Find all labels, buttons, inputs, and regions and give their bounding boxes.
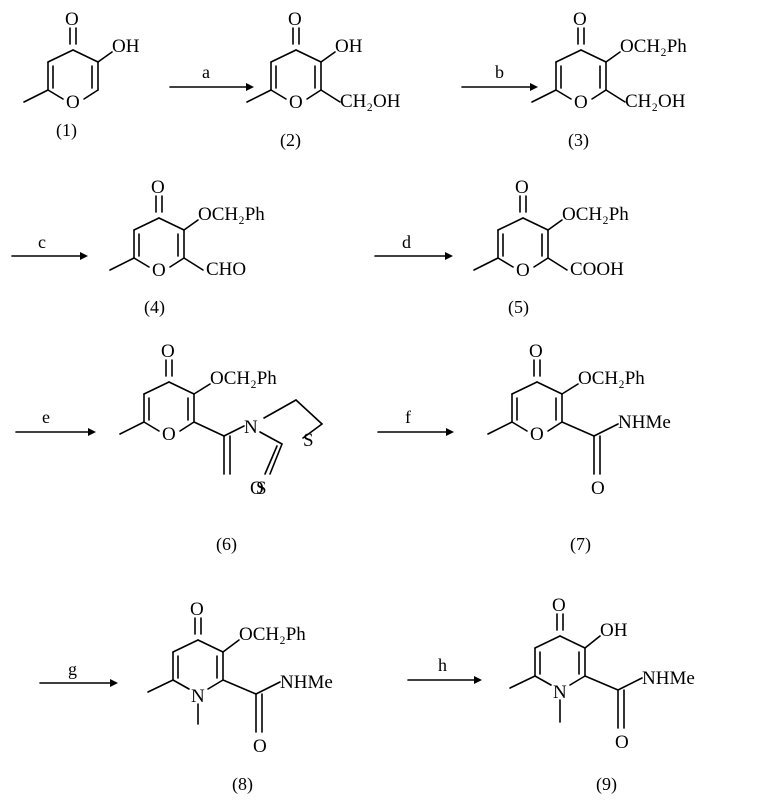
ring-o: O: [574, 92, 588, 113]
obn-group: OCH₂Ph: [562, 204, 629, 225]
arrow-e-head: [88, 428, 96, 436]
ring-o: O: [516, 260, 530, 281]
compound-3: O O OCH₂Ph CH₂OH (3): [531, 9, 687, 151]
ring-n: N: [191, 686, 205, 707]
obn-group: OCH₂Ph: [210, 368, 277, 389]
step-c-label: c: [38, 232, 46, 252]
compound-8: O N OCH₂Ph O NHMe (8): [147, 599, 333, 795]
step-f-label: f: [405, 407, 411, 427]
ch2oh-group: CH₂OH: [340, 91, 401, 112]
ketone-o: O: [515, 177, 529, 198]
compound-label-1: (1): [56, 120, 77, 141]
step-g-label: g: [68, 659, 77, 679]
ring-o: O: [162, 424, 176, 445]
compound-7: O O OCH₂Ph O NHMe (7): [487, 341, 671, 555]
nhme-group: NHMe: [642, 668, 695, 689]
obn-group: OCH₂Ph: [578, 368, 645, 389]
arrow-c-head: [80, 252, 88, 260]
amide-o: O: [615, 732, 629, 753]
obn-group: OCH₂Ph: [239, 624, 306, 645]
compound-6: O O OCH₂Ph O N S S (6): [119, 341, 323, 555]
thiazolidine-n: N: [244, 417, 258, 438]
step-b-label: b: [495, 62, 504, 82]
compound-5: O O OCH₂Ph COOH (5): [473, 177, 629, 318]
compound-label-4: (4): [144, 297, 165, 318]
ring-o: O: [152, 260, 166, 281]
obn-group: OCH₂Ph: [620, 36, 687, 57]
ketone-o: O: [190, 599, 204, 620]
nhme-group: NHMe: [280, 672, 333, 693]
ketone-o: O: [151, 177, 165, 198]
compound-9: O N OH O NHMe (9): [509, 595, 695, 795]
compound-label-6: (6): [216, 534, 237, 555]
ketone-o: O: [573, 9, 587, 30]
compound-label-3: (3): [568, 130, 589, 151]
step-h-label: h: [438, 655, 447, 675]
cooh-group: COOH: [570, 259, 624, 280]
compound-label-2: (2): [280, 130, 301, 151]
oh-group: OH: [600, 620, 628, 641]
cho-group: CHO: [206, 259, 246, 280]
compound-label-8: (8): [232, 774, 253, 795]
amide-o: O: [253, 736, 267, 757]
ring-o: O: [66, 92, 80, 113]
thione-s: S: [256, 478, 267, 499]
compound-label-9: (9): [596, 774, 617, 795]
oh-group: OH: [335, 36, 363, 57]
compound-2: O O OH CH₂OH (2): [246, 9, 401, 151]
arrow-g-head: [110, 679, 118, 687]
arrow-f-head: [446, 428, 454, 436]
thiazolidine-s: S: [303, 430, 314, 451]
ring-o: O: [289, 92, 303, 113]
arrow-d-head: [445, 252, 453, 260]
nhme-group: NHMe: [618, 412, 671, 433]
ring-o: O: [530, 424, 544, 445]
compound-label-7: (7): [570, 534, 591, 555]
ketone-o: O: [529, 341, 543, 362]
compound-4: O O OCH₂Ph CHO (4): [109, 177, 265, 318]
arrow-a-head: [246, 83, 254, 91]
ketone-o: O: [161, 341, 175, 362]
compound-1: O O OH (1): [23, 9, 140, 141]
amide-o: O: [591, 478, 605, 499]
arrow-b-head: [530, 83, 538, 91]
ring-n: N: [553, 682, 567, 703]
ch2oh-group: CH₂OH: [625, 91, 686, 112]
obn-group: OCH₂Ph: [198, 204, 265, 225]
ketone-o: O: [288, 9, 302, 30]
amide-o: O: [250, 478, 264, 499]
arrow-h-head: [474, 676, 482, 684]
ketone-o: O: [552, 595, 566, 616]
compound-label-5: (5): [508, 297, 529, 318]
step-e-label: e: [42, 407, 50, 427]
step-a-label: a: [202, 62, 210, 82]
step-d-label: d: [402, 232, 411, 252]
ketone-o: O: [65, 9, 79, 30]
oh-group: OH: [112, 36, 140, 57]
